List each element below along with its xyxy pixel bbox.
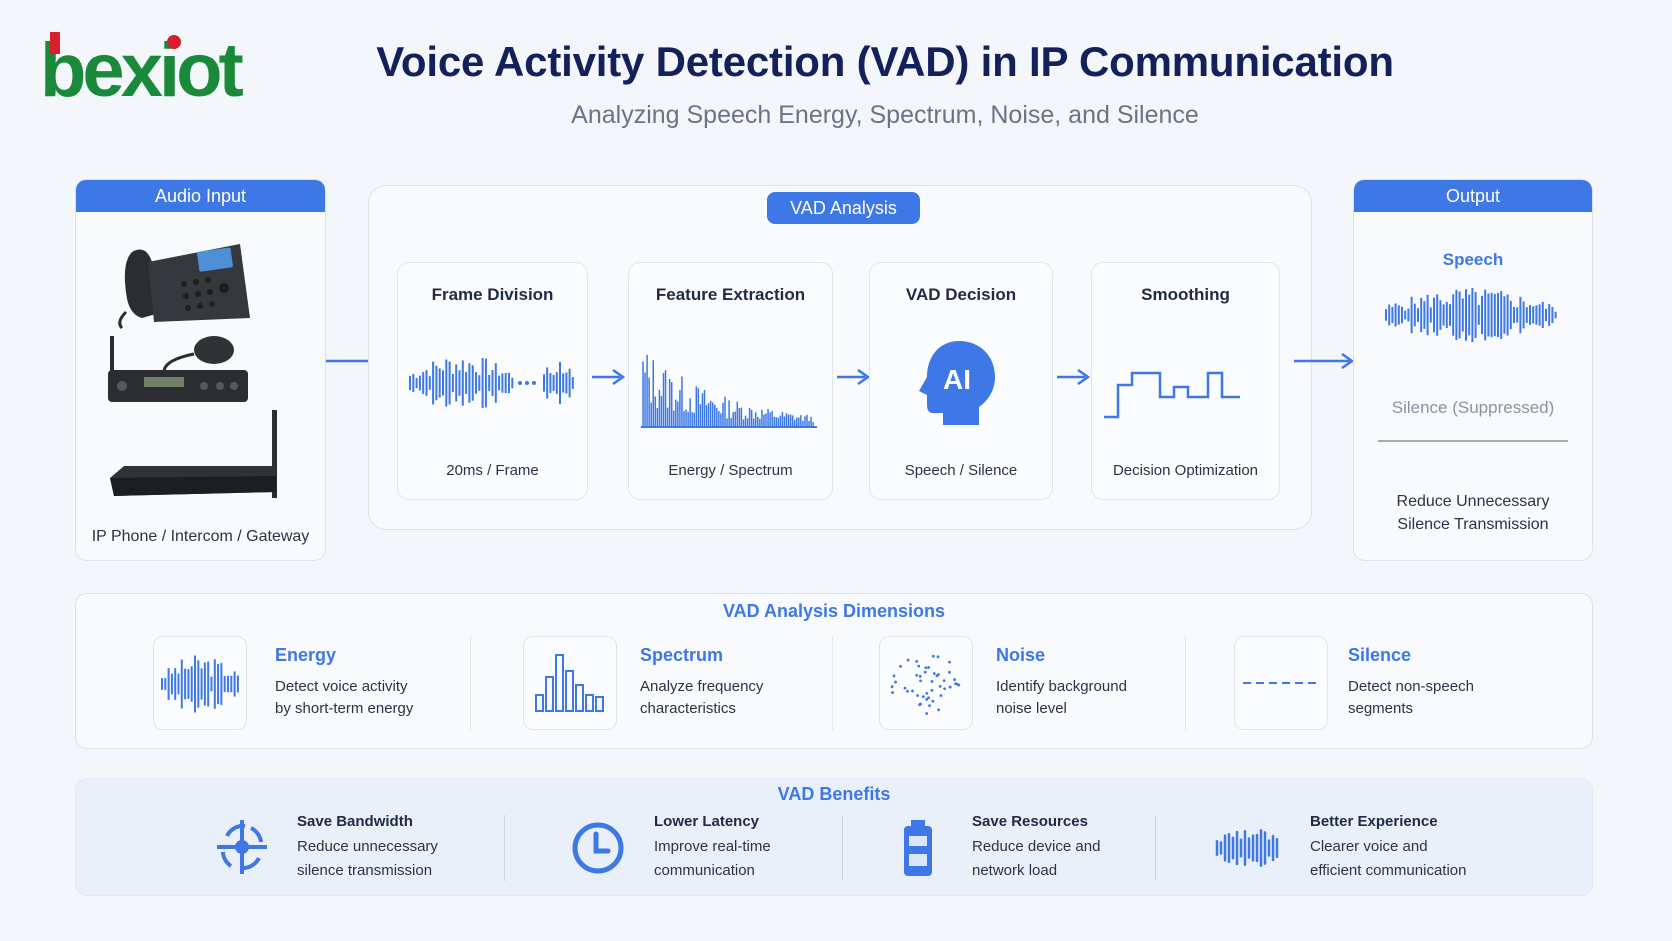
dimension-desc: Detect non-speech segments <box>1348 676 1474 720</box>
dimension-desc-line: Detect non-speech <box>1348 678 1474 695</box>
dimension-name: Noise <box>996 645 1046 665</box>
benefit-desc: Reduce device and network load <box>972 835 1100 883</box>
step-signal-icon <box>1104 371 1240 419</box>
spectrum-icon-box <box>523 636 617 730</box>
dimension-desc-line: Identify background <box>996 678 1127 695</box>
crosshair-icon <box>217 820 267 874</box>
dimensions-heading: VAD Analysis Dimensions <box>722 601 946 621</box>
page-title: Voice Activity Detection (VAD) in IP Com… <box>376 38 1394 85</box>
audio-input-card: Audio Input IP Phone / Intercom / Gatewa… <box>75 179 326 561</box>
ai-head-icon: AI <box>919 341 995 425</box>
dimension-desc: Detect voice activity by short-term ener… <box>275 676 413 720</box>
divider <box>832 636 833 730</box>
bars-icon <box>535 654 604 712</box>
silence-label: Silence (Suppressed) <box>1391 398 1555 417</box>
step-title: Frame Division <box>431 285 554 304</box>
vad-analysis-heading: VAD Analysis <box>767 192 920 224</box>
audio-input-caption: IP Phone / Intercom / Gateway <box>91 528 310 545</box>
step-caption: Decision Optimization <box>1112 462 1259 479</box>
benefit-desc-line: Clearer voice and <box>1310 838 1428 855</box>
output-note-line: Silence Transmission <box>1397 516 1549 533</box>
ai-badge: AI <box>943 364 971 395</box>
benefit-desc: Reduce unnecessary silence transmission <box>297 835 438 883</box>
noise-dots-icon <box>890 654 961 715</box>
radio-intercom-icon <box>108 336 248 402</box>
flow-arrow-icon <box>1294 352 1355 370</box>
divider <box>1185 636 1186 730</box>
benefits-heading: VAD Benefits <box>777 784 891 804</box>
dimension-desc-line: Analyze frequency <box>640 678 764 695</box>
output-heading: Output <box>1354 180 1592 212</box>
step-title: Smoothing <box>1141 285 1230 304</box>
voice-wave-icon <box>1215 829 1279 867</box>
energy-icon-box <box>153 636 247 730</box>
divider <box>1155 815 1156 881</box>
benefit-desc: Clearer voice and efficient communicatio… <box>1310 835 1466 883</box>
ip-phone-icon <box>118 244 250 330</box>
waveform-icon <box>161 655 239 713</box>
vad-dimensions-panel <box>75 593 1593 749</box>
clock-icon <box>572 822 624 874</box>
vad-benefits-panel <box>75 778 1593 896</box>
step-frame-division: Frame Division 20ms / Frame <box>397 262 588 500</box>
flow-arrow-icon <box>1057 368 1091 386</box>
benefit-desc-line: silence transmission <box>297 862 433 879</box>
dimension-desc-line: Detect voice activity <box>275 678 408 695</box>
benefit-desc-line: Improve real-time <box>654 838 771 855</box>
dimension-name: Silence <box>1348 645 1412 665</box>
output-card: Output Speech Silence (Suppressed) Reduc… <box>1353 179 1593 561</box>
page-subtitle: Analyzing Speech Energy, Spectrum, Noise… <box>571 101 1199 129</box>
speech-label: Speech <box>1442 250 1504 269</box>
benefit-desc-line: Reduce unnecessary <box>297 838 438 855</box>
dimension-desc: Identify background noise level <box>996 676 1127 720</box>
step-vad-decision: VAD Decision AI Speech / Silence <box>869 262 1053 500</box>
benefit-desc-line: communication <box>654 862 755 879</box>
divider <box>470 636 471 730</box>
bexiot-logo: bexiot <box>40 30 247 110</box>
benefit-name: Save Bandwidth <box>297 813 413 830</box>
silence-icon-box <box>1234 636 1328 730</box>
svg-text:bexiot: bexiot <box>40 30 243 110</box>
benefit-name: Better Experience <box>1310 813 1438 830</box>
dimension-desc: Analyze frequency characteristics <box>640 676 763 720</box>
speech-waveform-icon <box>1385 287 1557 343</box>
benefit-desc: Improve real-time communication <box>654 835 771 883</box>
step-caption: Energy / Spectrum <box>668 462 793 479</box>
step-title: Feature Extraction <box>655 285 806 304</box>
dimension-desc-line: segments <box>1348 700 1414 717</box>
flow-arrow-icon <box>592 368 626 386</box>
dimension-desc-line: characteristics <box>640 700 736 717</box>
dimension-desc-line: noise level <box>996 700 1067 717</box>
dimension-desc-line: by short-term energy <box>275 700 414 717</box>
spectrum-icon <box>641 354 817 428</box>
audio-input-heading: Audio Input <box>76 180 325 212</box>
noise-icon-box <box>879 636 973 730</box>
dimension-name: Energy <box>275 645 337 665</box>
silence-line <box>1378 440 1568 442</box>
output-note-line: Reduce Unnecessary <box>1396 493 1550 510</box>
waveform-frames-icon <box>409 358 574 408</box>
benefit-desc-line: network load <box>972 862 1058 879</box>
battery-icon <box>904 820 932 876</box>
flow-arrow-icon <box>837 368 871 386</box>
benefit-desc-line: efficient communication <box>1310 862 1467 879</box>
dimension-name: Spectrum <box>640 645 724 665</box>
output-note: Reduce Unnecessary Silence Transmission <box>1354 490 1592 536</box>
divider <box>842 815 843 881</box>
benefit-name: Lower Latency <box>654 813 760 830</box>
step-feature-extraction: Feature Extraction Energy / Spectrum <box>628 262 833 500</box>
step-caption: 20ms / Frame <box>446 462 539 479</box>
dashed-line-icon <box>1243 682 1321 684</box>
benefit-name: Save Resources <box>972 813 1088 830</box>
gateway-icon <box>110 410 277 498</box>
divider <box>504 815 505 881</box>
step-caption: Speech / Silence <box>904 462 1018 479</box>
benefit-desc-line: Reduce device and <box>972 838 1101 855</box>
step-smoothing: Smoothing Decision Optimization <box>1091 262 1280 500</box>
step-title: VAD Decision <box>905 285 1017 304</box>
